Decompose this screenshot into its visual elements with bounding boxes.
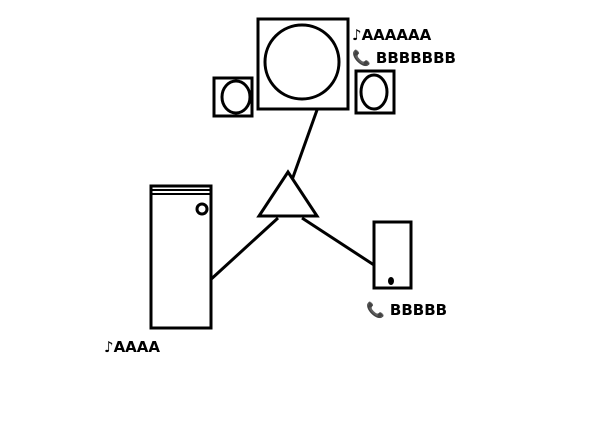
- tower-icon: [149, 184, 213, 330]
- link-hub-phone: [301, 216, 375, 267]
- phone-icon: [372, 220, 413, 290]
- left-satellite-cone: [220, 79, 252, 115]
- right-satellite-speaker-icon: [354, 69, 396, 115]
- speaker-icon: [256, 17, 350, 111]
- link-monitor-hub: [290, 109, 319, 181]
- monitor-music-label: ♪AAAAAA: [352, 26, 432, 44]
- tower-music-label: ♪AAAA: [104, 338, 160, 356]
- tower-button: [195, 202, 209, 216]
- link-hub-tower: [206, 216, 280, 284]
- phone-phone-label: 📞 BBBBB: [366, 300, 447, 319]
- phone-body: [372, 220, 413, 290]
- left-satellite-speaker-icon: [212, 76, 254, 118]
- right-satellite-cone: [359, 73, 389, 111]
- triangle-hub-icon: [256, 169, 320, 218]
- phone-button: [388, 277, 394, 285]
- speaker-cone: [263, 23, 341, 101]
- monitor-phone-label: 📞 BBBBBBB: [352, 48, 456, 67]
